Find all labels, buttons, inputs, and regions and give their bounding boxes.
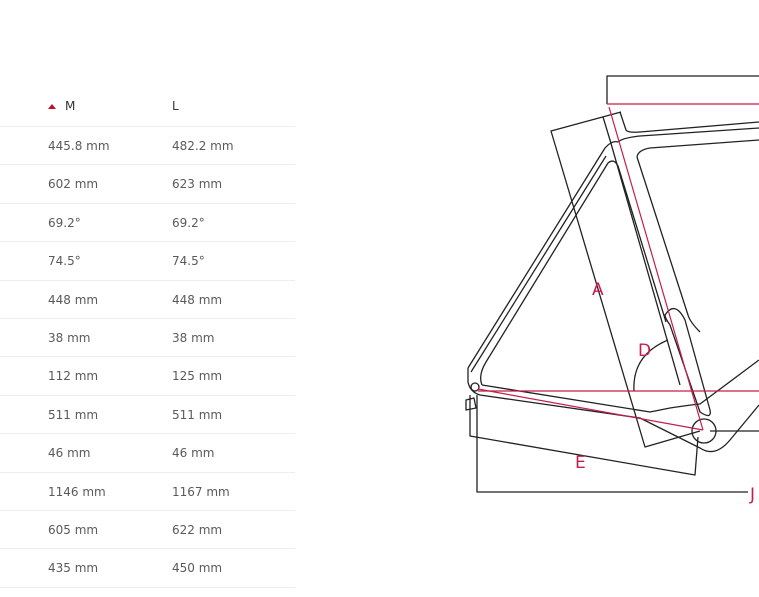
cell-size-m: 435 mm <box>48 561 99 576</box>
cell-size-m: 511 mm <box>48 407 99 422</box>
cell-size-m: 38 mm <box>48 330 91 345</box>
label-e: E <box>575 453 586 473</box>
table-row: 448 mm 448 mm <box>0 281 295 319</box>
cell-size-l: 46 mm <box>172 446 215 461</box>
cell-size-m: 605 mm <box>48 522 99 537</box>
table-row: 435 mm 450 mm <box>0 549 295 588</box>
cell-size-m: 69.2° <box>48 215 81 230</box>
column-header-l[interactable]: L <box>172 99 179 113</box>
cell-size-m: 1146 mm <box>48 484 106 499</box>
frame-outline <box>465 75 759 493</box>
cell-size-m: 74.5° <box>48 254 81 269</box>
cell-size-l: 38 mm <box>172 330 215 345</box>
cell-size-l: 450 mm <box>172 561 223 576</box>
triangle-up-icon <box>48 104 56 109</box>
cell-size-l: 448 mm <box>172 292 223 307</box>
cell-size-l: 482.2 mm <box>172 139 234 153</box>
cell-size-l: 125 mm <box>172 369 223 384</box>
cell-size-m: 112 mm <box>48 369 99 384</box>
measurement-lines <box>477 103 759 431</box>
table-row: 605 mm 622 mm <box>0 511 295 550</box>
cell-size-l: 69.2° <box>172 215 205 230</box>
table-row: 112 mm 125 mm <box>0 357 295 396</box>
table-row: 511 mm 511 mm <box>0 396 295 435</box>
cell-size-m: 448 mm <box>48 292 99 307</box>
table-row: 445.8 mm 482.2 mm <box>0 127 295 166</box>
cell-size-m: 445.8 mm <box>48 139 110 153</box>
label-d: D <box>638 341 651 361</box>
table-header: M L <box>0 86 295 127</box>
cell-size-l: 622 mm <box>172 522 223 537</box>
table-row: 602 mm 623 mm <box>0 165 295 204</box>
cell-size-l: 74.5° <box>172 254 205 269</box>
table-row: 74.5° 74.5° <box>0 242 295 281</box>
table-row: 46 mm 46 mm <box>0 434 295 473</box>
column-header-m[interactable]: M <box>48 100 75 112</box>
cell-size-m: 602 mm <box>48 177 99 192</box>
table-row: 1146 mm 1167 mm <box>0 473 295 511</box>
label-a: A <box>592 280 604 300</box>
table-row: 69.2° 69.2° <box>0 204 295 243</box>
cell-size-l: 511 mm <box>172 407 223 422</box>
cell-size-m: 46 mm <box>48 446 91 461</box>
cell-size-l: 1167 mm <box>172 484 230 499</box>
table-row: 38 mm 38 mm <box>0 319 295 358</box>
cell-size-l: 623 mm <box>172 177 223 192</box>
label-j: J <box>749 485 755 505</box>
